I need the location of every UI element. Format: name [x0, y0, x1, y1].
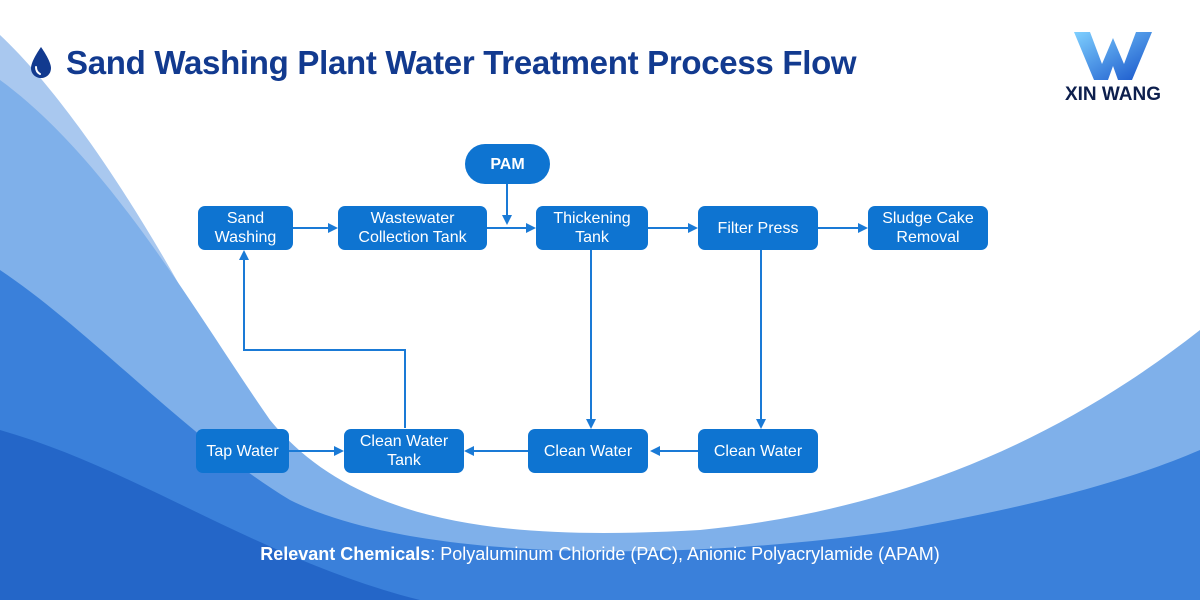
- wave-deep: [0, 430, 420, 600]
- page-title: Sand Washing Plant Water Treatment Proce…: [66, 44, 857, 81]
- node-clean-water-tank: Clean Water Tank: [344, 429, 464, 473]
- wave-mid: [0, 80, 1200, 600]
- node-sludge-cake-removal: Sludge Cake Removal: [868, 206, 988, 250]
- arrow-tank-to-sand-washing: [239, 250, 406, 428]
- node-thickening-tank: Thickening Tank: [536, 206, 648, 250]
- footer-chemicals: Relevant Chemicals: Polyaluminum Chlorid…: [0, 544, 1200, 565]
- wave-dark: [0, 270, 1200, 600]
- node-sand-washing: Sand Washing: [198, 206, 293, 250]
- node-tap-water: Tap Water: [196, 429, 289, 473]
- water-drop-icon: [31, 47, 51, 78]
- footer-label: Relevant Chemicals: [260, 544, 431, 564]
- node-wastewater-collection-tank: Wastewater Collection Tank: [338, 206, 487, 250]
- w-logo-icon: [1074, 32, 1152, 80]
- node-clean-water-1: Clean Water: [528, 429, 648, 473]
- brand-logo: XIN WANG: [1058, 28, 1168, 108]
- node-clean-water-2: Clean Water: [698, 429, 818, 473]
- node-pam: PAM: [465, 144, 550, 184]
- footer-text: : Polyaluminum Chloride (PAC), Anionic P…: [430, 544, 940, 564]
- header: Sand Washing Plant Water Treatment Proce…: [28, 38, 857, 88]
- node-filter-press: Filter Press: [698, 206, 818, 250]
- logo-text: XIN WANG: [1064, 84, 1162, 105]
